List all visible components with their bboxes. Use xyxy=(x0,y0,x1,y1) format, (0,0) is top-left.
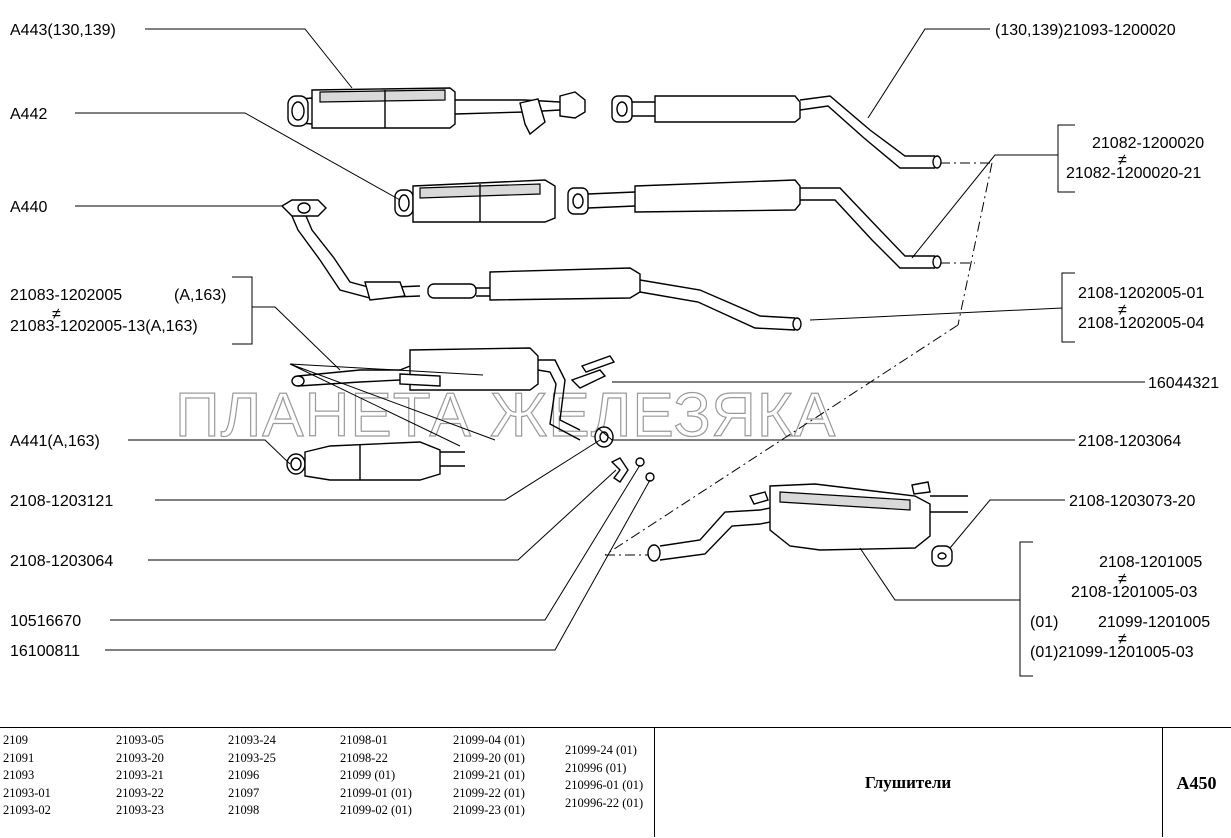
model-item: 21093-25 xyxy=(228,750,276,765)
label-pipe-2108-1202005-01: 2108-1202005-01 xyxy=(1078,285,1204,302)
model-item: 21093-21 xyxy=(116,768,164,783)
label-muffler-2108-1201005: 2108-1201005 xyxy=(1099,554,1202,571)
interchange-mark-r4: ≠ xyxy=(1118,631,1127,648)
label-muffler-2108-1201005-03: 2108-1201005-03 xyxy=(1071,584,1197,601)
leader-lines xyxy=(75,28,1145,677)
model-column-4: 21098-01 21098-22 21099 (01) 21099-01 (0… xyxy=(340,732,412,820)
part-labels: A443(130,139) A442 A440 21083-1202005 (A… xyxy=(10,22,1219,661)
cushion-2108-1203073-20 xyxy=(931,545,953,567)
model-item: 21098-22 xyxy=(340,750,388,765)
model-item: 21099-01 (01) xyxy=(340,785,412,800)
interchange-mark-r1: ≠ xyxy=(1118,152,1127,169)
model-item: 21093-02 xyxy=(3,803,51,818)
model-item: 21099-04 (01) xyxy=(453,733,525,747)
label-nut-10516670: 10516670 xyxy=(10,613,81,630)
label-pipe-21082-1200020: 21082-1200020 xyxy=(1092,135,1204,152)
label-pipe-21083-ref: (A,163) xyxy=(174,287,226,304)
label-washer-16100811: 16100811 xyxy=(10,643,80,660)
label-muffler-21099-1201005: 21099-1201005 xyxy=(1098,614,1210,631)
sheet-title: Глушители xyxy=(864,773,952,792)
model-item: 21093-20 xyxy=(116,750,164,765)
muffler-2108-1201005 xyxy=(647,481,968,562)
model-item: 21093-23 xyxy=(116,803,164,818)
label-pipe-21083-1202005: 21083-1202005 xyxy=(10,287,122,304)
model-item: 21093-01 xyxy=(3,785,51,800)
label-gasket-2108-1203064-right: 2108-1203064 xyxy=(1078,433,1181,450)
title-divider xyxy=(654,728,655,837)
model-item: 210996 (01) xyxy=(565,760,627,775)
model-item: 21099-20 (01) xyxy=(453,750,525,765)
label-cushion-2108-1203073-20: 2108-1203073-20 xyxy=(1069,493,1195,510)
model-item: 2109 xyxy=(3,733,28,747)
pipe-21082-1200020 xyxy=(567,179,942,269)
label-pipe-21093-1200020: (130,139)21093-1200020 xyxy=(995,22,1176,39)
model-item: 21099-23 (01) xyxy=(453,803,525,818)
pipe-21093-1200020 xyxy=(611,95,942,169)
label-gasket-2108-1203064-left: 2108-1203064 xyxy=(10,553,113,570)
label-muffler-01-prefix: (01) xyxy=(1030,614,1058,631)
label-bolt-16044321: 16044321 xyxy=(1148,375,1219,392)
interchange-mark-r2: ≠ xyxy=(1118,302,1127,319)
label-pipe-21083-1202005-13: 21083-1202005-13(A,163) xyxy=(10,318,198,335)
label-clamp-2108-1203121: 2108-1203121 xyxy=(10,493,113,510)
label-a443: A443(130,139) xyxy=(10,22,116,39)
label-a441: A441(A,163) xyxy=(10,433,100,450)
watermark: ПЛАНЕТА ЖЕЛЕЗЯКА xyxy=(175,381,836,450)
small-fasteners xyxy=(570,355,655,483)
model-item: 21099-24 (01) xyxy=(565,743,637,757)
model-item: 21093-22 xyxy=(116,785,164,800)
model-item: 21099-02 (01) xyxy=(340,803,412,818)
catalyst-a441 xyxy=(286,441,465,481)
label-a440: A440 xyxy=(10,199,47,216)
catalyst-a442 xyxy=(394,179,556,223)
front-pipe-a440 xyxy=(280,199,802,331)
model-column-5: 21099-04 (01) 21099-20 (01) 21099-21 (01… xyxy=(453,732,525,820)
model-item: 21093-24 xyxy=(228,733,276,747)
sheet-code: A450 xyxy=(1176,772,1217,793)
model-item: 210996-22 (01) xyxy=(565,795,644,810)
model-column-6: 21099-24 (01) 210996 (01) 210996-01 (01)… xyxy=(565,742,643,812)
model-item: 21099 (01) xyxy=(340,768,396,783)
assembly-dash-lines xyxy=(604,162,993,556)
model-item: 210996-01 (01) xyxy=(565,778,644,793)
model-item: 21098 xyxy=(228,803,260,818)
model-item: 21097 xyxy=(228,785,260,800)
label-pipe-2108-1202005-04: 2108-1202005-04 xyxy=(1078,315,1204,332)
model-item: 21096 xyxy=(228,768,260,783)
exhaust-diagram: ПЛАНЕТА ЖЕЛЕЗЯКА xyxy=(10,22,1219,677)
label-muffler-21099-1201005-03: (01)21099-1201005-03 xyxy=(1030,644,1194,661)
model-item: 21098-01 xyxy=(340,733,388,747)
resonator-21083-1202005 xyxy=(291,347,581,441)
interchange-mark-left: ≠ xyxy=(52,306,61,323)
title-block: 2109 21091 21093 21093-01 21093-02 21093… xyxy=(0,727,1231,837)
model-column-3: 21093-24 21093-25 21096 21097 21098 xyxy=(228,732,276,820)
model-item: 21093 xyxy=(3,768,35,783)
label-a442: A442 xyxy=(10,106,47,123)
model-item: 21093-05 xyxy=(116,733,164,747)
model-column-2: 21093-05 21093-20 21093-21 21093-22 2109… xyxy=(116,732,164,820)
interchange-mark-r3: ≠ xyxy=(1118,571,1127,588)
model-item: 21099-22 (01) xyxy=(453,785,525,800)
label-pipe-21082-1200020-21: 21082-1200020-21 xyxy=(1066,165,1201,182)
model-item: 21091 xyxy=(3,750,35,765)
model-item: 21099-21 (01) xyxy=(453,768,525,783)
model-column-1: 2109 21091 21093 21093-01 21093-02 xyxy=(3,732,51,820)
code-divider xyxy=(1162,728,1163,837)
catalyst-a443 xyxy=(287,87,586,136)
